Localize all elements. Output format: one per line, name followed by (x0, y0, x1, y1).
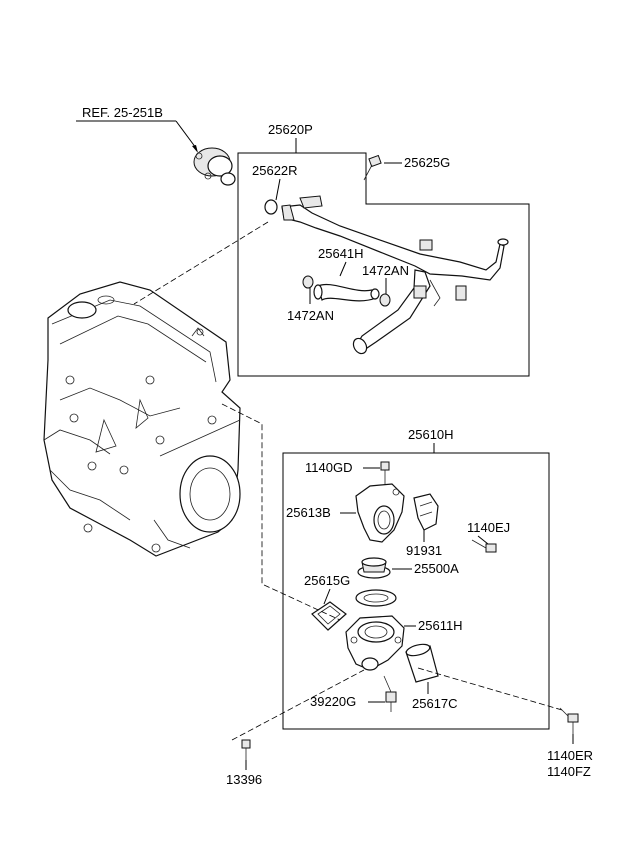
label-13396[interactable]: 13396 (226, 772, 262, 787)
ref-25-251b-group: REF. 25-251B (76, 105, 236, 186)
label-25625G[interactable]: 25625G (404, 155, 450, 170)
pipe-25617c (405, 643, 439, 683)
sensor-39220g (383, 675, 397, 712)
water-outlet-25611h (345, 615, 405, 671)
water-pipe-25620p (281, 195, 509, 355)
bolt-1140ej (471, 539, 497, 553)
water-pump-ref-part (193, 147, 236, 186)
oring-25622r (264, 199, 278, 215)
label-1140EJ[interactable]: 1140EJ (467, 520, 510, 535)
label-1472AN-b[interactable]: 1472AN (287, 308, 334, 323)
label-25615G[interactable]: 25615G (304, 573, 350, 588)
clamp-1472an-a (379, 293, 391, 307)
label-1140ER[interactable]: 1140ER (547, 748, 593, 763)
label-91931[interactable]: 91931 (406, 543, 442, 558)
label-25611H[interactable]: 25611H (418, 618, 463, 633)
thermostat-assembly-box: 25610H (282, 427, 550, 730)
hose-25641h (313, 284, 380, 302)
bolt-1140er (559, 707, 579, 734)
gasket-ring-upper (355, 589, 397, 607)
bolt-13396 (241, 739, 251, 760)
engine-block (43, 281, 241, 557)
label-1140GD[interactable]: 1140GD (305, 460, 352, 475)
label-25613B[interactable]: 25613B (286, 505, 331, 520)
clamp-1472an-b (302, 275, 314, 289)
label-25641H[interactable]: 25641H (318, 246, 364, 261)
gasket-25615g (311, 601, 347, 631)
label-25500A[interactable]: 25500A (414, 561, 459, 576)
label-25622R[interactable]: 25622R (252, 163, 298, 178)
label-25620P[interactable]: 25620P (268, 122, 313, 137)
label-39220G[interactable]: 39220G (310, 694, 356, 709)
label-1140FZ[interactable]: 1140FZ (547, 764, 591, 779)
pipe-assembly-box: 25620P (237, 122, 530, 377)
ref-label[interactable]: REF. 25-251B (82, 105, 163, 120)
label-25610H[interactable]: 25610H (408, 427, 454, 442)
label-25617C[interactable]: 25617C (412, 696, 458, 711)
bracket-91931 (413, 493, 439, 531)
thermostat-housing-25613b (355, 483, 405, 543)
label-1472AN-a[interactable]: 1472AN (362, 263, 409, 278)
thermostat-25500a (357, 557, 391, 579)
bolt-25625g (363, 154, 382, 181)
